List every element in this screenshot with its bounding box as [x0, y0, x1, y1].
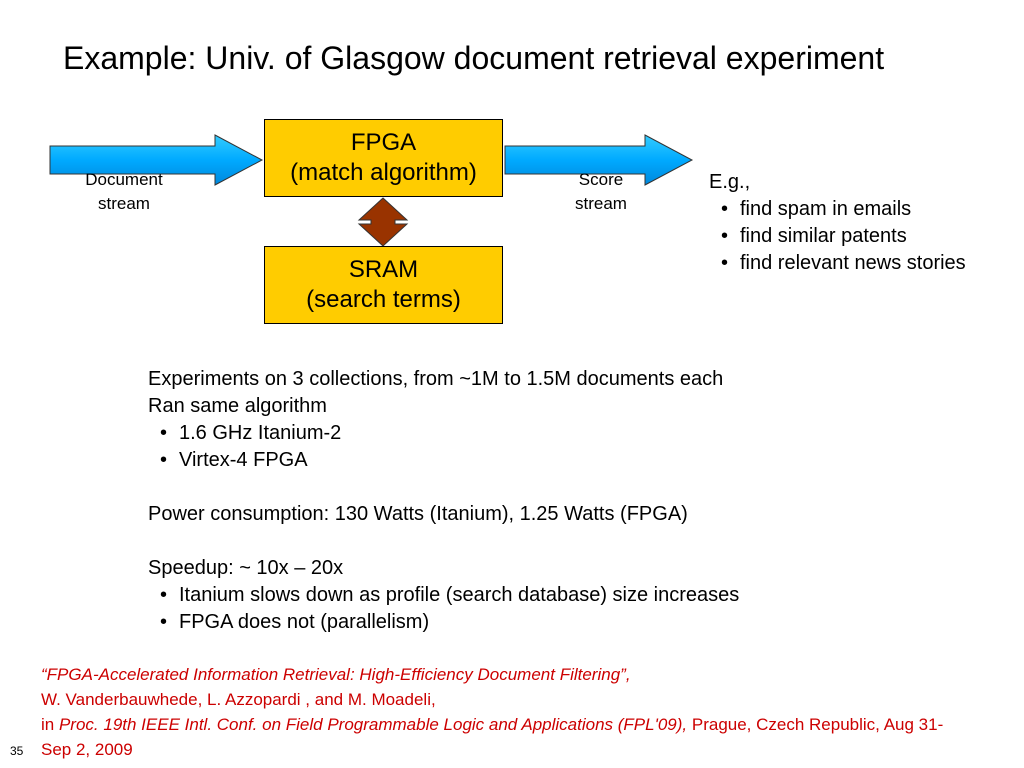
- list-item: • find similar patents: [709, 223, 966, 250]
- spacer: [148, 528, 739, 555]
- score-stream-label-line2: stream: [575, 194, 627, 213]
- bullet-icon: •: [160, 422, 168, 444]
- citation-title-text: “FPGA-Accelerated Information Retrieval:…: [41, 665, 631, 684]
- algorithm-item-text: 1.6 GHz Itanium-2: [179, 422, 342, 444]
- sram-box: SRAM (search terms): [264, 246, 503, 324]
- list-item: • find relevant news stories: [709, 250, 966, 277]
- citation-title: “FPGA-Accelerated Information Retrieval:…: [41, 662, 951, 687]
- bullet-icon: •: [160, 611, 168, 633]
- score-stream-label: Score stream: [546, 168, 656, 216]
- examples-list: • find spam in emails • find similar paten…: [709, 196, 966, 277]
- algorithm-item-text: Virtex-4 FPGA: [179, 449, 308, 471]
- fpga-box-sublabel: (match algorithm): [290, 159, 477, 186]
- power-line: Power consumption: 130 Watts (Itanium), …: [148, 503, 688, 525]
- page-number: 35: [10, 744, 24, 758]
- example-item-text: find similar patents: [740, 225, 907, 247]
- spacer: [148, 474, 739, 501]
- list-item: • find spam in emails: [709, 196, 966, 223]
- speedup-line: Speedup: ~ 10x – 20x: [148, 557, 344, 579]
- slide-title: Example: Univ. of Glasgow document retri…: [63, 40, 885, 76]
- bullet-icon: •: [160, 584, 168, 606]
- list-item: • FPGA does not (parallelism): [148, 609, 739, 636]
- examples-block: E.g., • find spam in emails • find similar…: [709, 169, 966, 277]
- document-stream-arrow: [49, 134, 264, 186]
- fpga-sram-double-arrow: [357, 197, 409, 247]
- score-stream-arrow: [504, 134, 694, 186]
- speedup-item-text: Itanium slows down as profile (search da…: [179, 584, 740, 606]
- experiment-details: Experiments on 3 collections, from ~1M t…: [148, 366, 739, 636]
- list-item: • Itanium slows down as profile (search d…: [148, 582, 739, 609]
- bullet-icon: •: [721, 252, 729, 274]
- list-item: • 1.6 GHz Itanium-2: [148, 420, 739, 447]
- citation-block: “FPGA-Accelerated Information Retrieval:…: [41, 662, 951, 762]
- citation-in-word: in: [41, 715, 55, 734]
- diagram-arrows: [49, 134, 694, 247]
- example-item-text: find spam in emails: [740, 198, 912, 220]
- examples-heading: E.g.,: [709, 171, 751, 193]
- citation-place: Prague, Czech Republic, Aug 31-Sep 2, 20…: [41, 715, 944, 759]
- document-stream-label-line2: stream: [98, 194, 150, 213]
- algorithm-line: Ran same algorithm: [148, 395, 327, 417]
- citation-authors: W. Vanderbauwhede, L. Azzopardi , and M.…: [41, 690, 436, 709]
- experiments-line: Experiments on 3 collections, from ~1M t…: [148, 368, 724, 390]
- document-stream-label: Document stream: [64, 168, 184, 216]
- speedup-item-text: FPGA does not (parallelism): [179, 611, 430, 633]
- citation-venue-line: in Proc. 19th IEEE Intl. Conf. on Field …: [41, 712, 951, 762]
- fpga-box-label: FPGA: [350, 129, 417, 156]
- fpga-box: FPGA (match algorithm): [264, 119, 503, 197]
- speedup-list: • Itanium slows down as profile (search d…: [148, 582, 739, 636]
- sram-box-label: SRAM: [348, 256, 419, 283]
- list-item: • Virtex-4 FPGA: [148, 447, 739, 474]
- score-stream-label-line1: Score: [578, 170, 624, 189]
- example-item-text: find relevant news stories: [740, 252, 966, 274]
- citation-venue: Proc. 19th IEEE Intl. Conf. on Field Pro…: [58, 715, 688, 734]
- sram-box-sublabel: (search terms): [306, 286, 461, 313]
- document-stream-label-line1: Document: [85, 170, 163, 189]
- algorithm-list: • 1.6 GHz Itanium-2 • Virtex-4 FPGA: [148, 420, 739, 474]
- bullet-icon: •: [721, 198, 729, 220]
- bullet-icon: •: [721, 225, 729, 247]
- bullet-icon: •: [160, 449, 168, 471]
